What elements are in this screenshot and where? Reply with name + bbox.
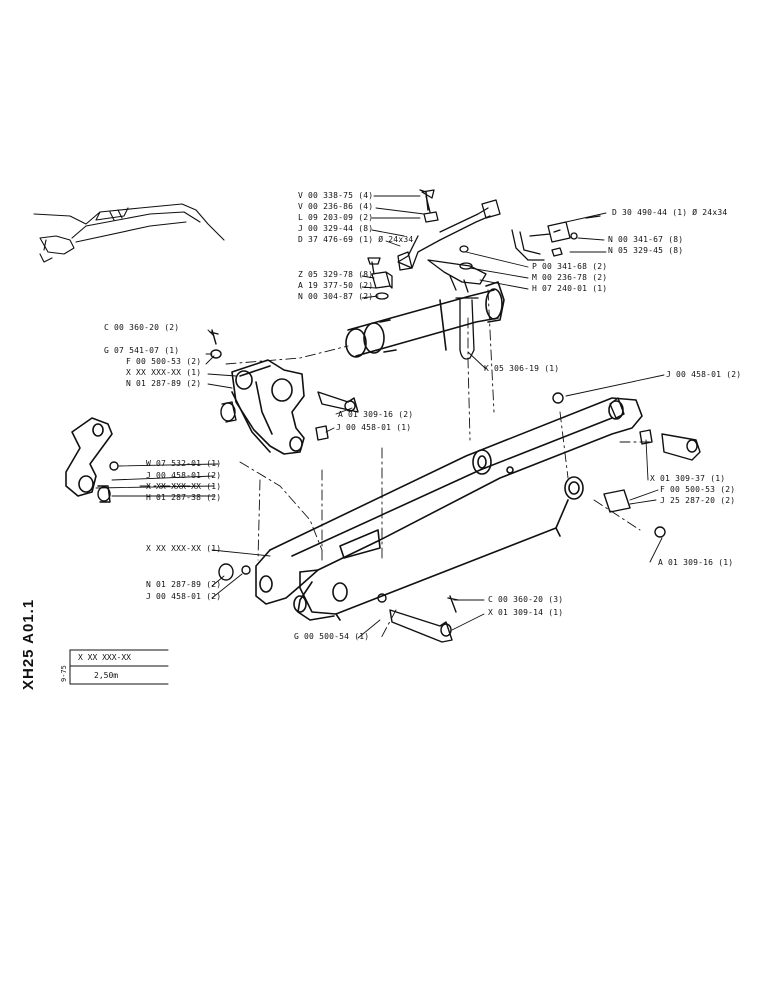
boom-size: 2,50m: [94, 671, 119, 680]
leader-lines: [95, 195, 665, 639]
hydraulic-hoses: [397, 189, 601, 271]
callout-j00458-01-d: J 00 458-01 (2): [146, 592, 222, 601]
u-bolt-clamp: [455, 297, 479, 360]
machine-overview-sketch: [33, 203, 225, 263]
callout-xxx-a: X XX XXX-XX (1): [126, 368, 202, 377]
connecting-link: [65, 417, 113, 497]
callout-v00236-86: V 00 236-86 (4): [298, 202, 374, 211]
callout-a01309-16-a: A 01 309-16 (2): [338, 410, 414, 419]
callout-f00500-53-b: F 00 500-53 (2): [660, 485, 736, 494]
callout-n00304-87: N 00 304-87 (2): [298, 292, 374, 301]
callout-xxx-b: X XX XXX-XX (1): [146, 482, 222, 491]
callout-k05306-19: K 05 306-19 (1): [484, 364, 560, 373]
callout-x01309-14: X 01 309-14 (1): [488, 608, 564, 617]
drawing-date: 9-75: [60, 665, 68, 682]
callout-h07240-01: H 07 240-01 (1): [532, 284, 608, 293]
boom-arm: [255, 397, 643, 621]
callout-l09203-09: L 09 203-09 (2): [298, 213, 374, 222]
title-block-frame: [69, 649, 169, 685]
callout-n05329-45: N 05 329-45 (8): [608, 246, 684, 255]
callout-w07532-01: W 07 532-01 (1): [146, 459, 222, 468]
callout-c00360-20-a: C 00 360-20 (2): [104, 323, 180, 332]
callout-h01287-38: H 01 287-38 (2): [146, 493, 222, 502]
hydraulic-cylinder: [345, 281, 505, 358]
callout-j00458-01-b: J 00 458-01 (1): [336, 423, 412, 432]
callout-j00458-01-c: J 00 458-01 (2): [146, 471, 222, 480]
callout-j00329-44: J 00 329-44 (8): [298, 224, 374, 233]
callout-f00500-53-a: F 00 500-53 (2): [126, 357, 202, 366]
callout-p00341-68: P 00 341-68 (2): [532, 262, 608, 271]
callout-a01309-16-b: A 01 309-16 (1): [658, 558, 734, 567]
cylinder-fittings: [367, 245, 487, 300]
callout-z05329-78: Z 05 329-78 (8): [298, 270, 374, 279]
callout-d37476-69: D 37 476-69 (1) Ø 24x34: [298, 235, 414, 244]
rocker-link-plates: [231, 359, 305, 455]
callout-n01287-89-b: N 01 287-89 (2): [146, 580, 222, 589]
callout-g07541-07: G 07 541-07 (1): [104, 346, 180, 355]
callout-j25287-20: J 25 287-20 (2): [660, 496, 736, 505]
callout-n01287-89-a: N 01 287-89 (2): [126, 379, 202, 388]
title-block: X XX XXX-XX 2,50m: [70, 650, 168, 684]
part-code: X XX XXX-XX: [78, 653, 131, 662]
callout-n00341-67: N 00 341-67 (8): [608, 235, 684, 244]
callout-c00360-20-b: C 00 360-20 (3): [488, 595, 564, 604]
callout-x01309-37: X 01 309-37 (1): [650, 474, 726, 483]
callout-j00458-01-a: J 00 458-01 (2): [666, 370, 742, 379]
pins-and-bushings: [97, 189, 701, 643]
callout-a19377-50: A 19 377-50 (2): [298, 281, 374, 290]
callout-v00338-75: V 00 338-75 (4): [298, 191, 374, 200]
callout-d30490-44: D 30 490-44 (1) Ø 24x34: [612, 208, 728, 217]
callout-xxx-c: X XX XXX-XX (1): [146, 544, 222, 553]
callout-g00500-54: G 00 500-54 (1): [294, 632, 370, 641]
callout-m00236-78: M 00 236-78 (2): [532, 273, 608, 282]
drawing-code: XH25 A01.1: [20, 598, 37, 690]
